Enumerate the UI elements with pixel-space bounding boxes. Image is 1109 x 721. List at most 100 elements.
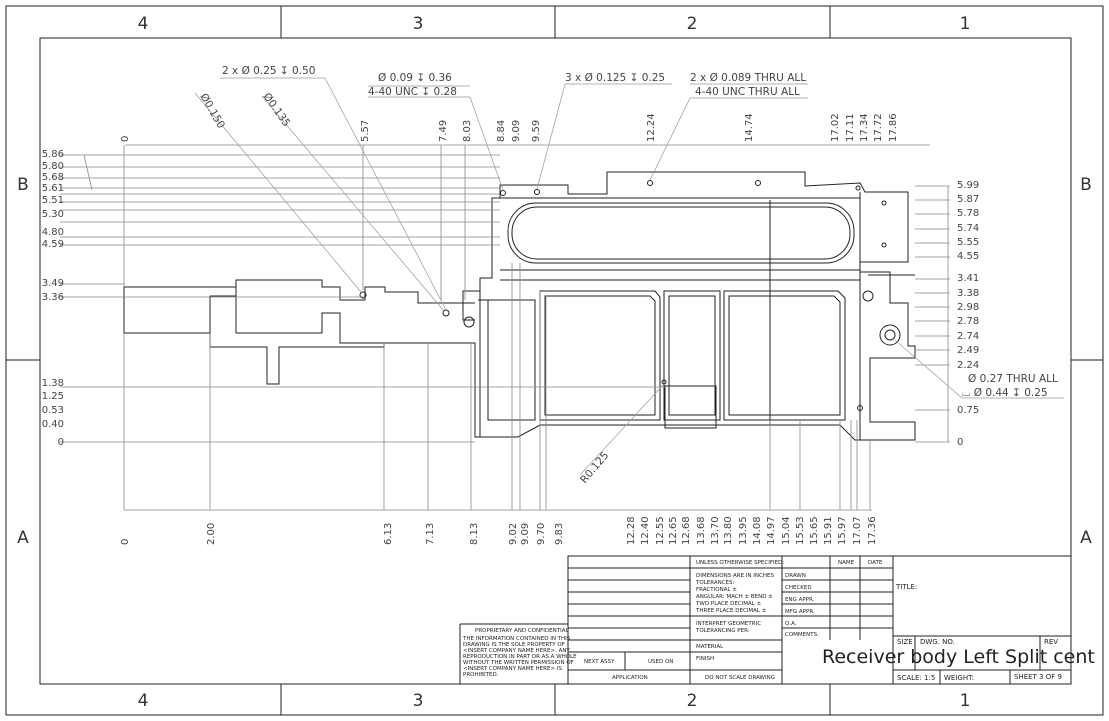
part-outline [123,171,916,441]
tb-sheet: SHEET 3 OF 9 [1014,673,1062,681]
dims-left: 5.865.805.685.615.515.304.804.593.493.36… [42,149,64,448]
dims-right: 5.995.875.785.745.554.553.413.382.982.78… [957,180,979,448]
callout-hole-0125: 3 x Ø 0.125 ↧ 0.25 [565,72,665,84]
dim-left-label: 5.51 [42,195,64,206]
dim-right-label: 0 [957,437,963,448]
dim-top-label: 17.34 [859,113,870,142]
dim-left-label: 0.53 [42,405,64,416]
tb-next-assy: NEXT ASSY [584,659,615,665]
tb-scale: SCALE: 1:5 [897,674,935,682]
tb-name: NAME [838,560,855,566]
tb-do-not-scale: DO NOT SCALE DRAWING [705,675,775,681]
dim-bottom-label: 13.95 [738,516,749,545]
dim-top-label: 14.74 [744,113,755,142]
callout-thread-440: 4-40 UNC ↧ 0.28 [368,86,457,98]
dim-bottom-label: 13.70 [710,516,721,545]
dim-bottom-label: 15.97 [837,516,848,545]
callout-radius-0125: R0.125 [578,450,611,486]
title-block: UNLESS OTHERWISE SPECIFIED: NAME DATE DI… [459,555,1095,685]
tb-drawn: DRAWN [785,573,806,579]
callout-thread-thru: 4-40 UNC THRU ALL [695,86,800,98]
tb-eng-appr: ENG APPR. [785,597,815,603]
dim-top-label: 17.86 [888,113,899,142]
dim-bottom-label: 17.07 [852,516,863,545]
dim-right-label: 5.99 [957,180,979,191]
dim-right-label: 2.78 [957,316,979,327]
callout-leaders [194,77,1064,476]
callouts: 2 x Ø 0.25 ↧ 0.50 Ø 0.09 ↧ 0.36 4-40 UNC… [197,65,1058,486]
dim-bottom-label: 2.00 [206,523,217,545]
hole-features [359,180,901,411]
dimension-lines [60,144,950,511]
tb-prop6: WITHOUT THE WRITTEN PERMISSION OF [463,660,574,666]
dim-left-label: 4.80 [42,227,64,238]
dim-right-label: 0.75 [957,405,979,416]
tb-finish: FINISH [696,656,714,662]
tb-size-label: SIZE [897,638,913,646]
tb-drawing-title: Receiver body Left Split cent [822,646,1095,668]
tb-prop1: PROPRIETARY AND CONFIDENTIAL [475,628,569,634]
tb-material: MATERIAL [696,644,724,650]
dim-top-label: 7.49 [438,120,449,142]
callout-hole-027: Ø 0.27 THRU ALL [968,373,1058,385]
dim-bottom-label: 13.80 [723,516,734,545]
tb-qa: Q.A. [785,621,797,627]
tb-comments: COMMENTS: [785,632,819,638]
zone-ticks [6,6,1103,715]
tb-date: DATE [868,560,883,566]
dim-bottom-label: 15.53 [795,516,806,545]
dim-right-label: 2.49 [957,345,979,356]
tb-mfg-appr: MFG APPR. [785,609,815,615]
dim-left-label: 0 [58,437,64,448]
zone-right-b: B [1080,175,1092,195]
zone-top-1: 1 [960,14,971,34]
tb-unless: UNLESS OTHERWISE SPECIFIED: [696,560,784,566]
zone-left-b: B [17,175,29,195]
tb-dims5: TWO PLACE DECIMAL ± [695,601,762,607]
dim-right-label: 3.41 [957,273,979,284]
zone-bottom-1: 1 [960,691,971,711]
zone-right-a: A [1080,528,1092,548]
zone-top-4: 4 [138,14,149,34]
dim-top-label: 17.02 [830,113,841,142]
dim-top-label: 17.72 [873,113,884,142]
tb-dims2: TOLERANCES: [695,580,735,586]
tb-prop8: PROHIBITED. [463,672,499,678]
callout-dia-0150: Ø0.150 [197,92,227,131]
callout-cbore-044: ⌴ Ø 0.44 ↧ 0.25 [962,387,1048,399]
tb-checked: CHECKED [785,585,812,591]
tb-dims4: ANGULAR: MACH ± BEND ± [696,594,773,600]
dim-right-label: 2.74 [957,331,979,342]
callout-dia-0135: Ø0.135 [261,91,293,129]
tb-prop7: <INSERT COMPANY NAME HERE> IS [463,666,562,672]
tb-rev-label: REV [1044,638,1058,646]
zone-left-a: A [17,528,29,548]
dim-left-label: 5.68 [42,172,64,183]
dim-right-label: 3.38 [957,288,979,299]
tb-dims1: DIMENSIONS ARE IN INCHES [696,573,774,579]
dim-bottom-label: 15.65 [809,516,820,545]
tb-used-on: USED ON [648,659,673,665]
dim-bottom-label: 12.40 [640,516,651,545]
dim-left-label: 0.40 [42,419,64,430]
dim-left-label: 1.25 [42,391,64,402]
dim-bottom-label: 8.13 [469,523,480,545]
dim-top-label: 12.24 [646,113,657,142]
tb-prop4: <INSERT COMPANY NAME HERE>. ANY [463,648,570,654]
zone-top-3: 3 [413,14,424,34]
dim-top-label: 5.57 [360,120,371,142]
dim-bottom-label: 15.91 [823,516,834,545]
dim-left-label: 4.59 [42,239,64,250]
dim-left-label: 5.30 [42,209,64,220]
dim-bottom-label: 7.13 [425,523,436,545]
zone-labels: 4 3 2 1 4 3 2 1 B A B A [17,14,1092,711]
tb-prop5: REPRODUCTION IN PART OR AS A WHOLE [463,654,577,660]
dim-bottom-label: 13.68 [696,516,707,545]
tb-dims6: THREE PLACE DECIMAL ± [695,608,767,614]
dim-top-label: 8.03 [462,120,473,142]
dim-bottom-label: 9.70 [536,523,547,545]
dim-bottom-label: 14.08 [752,516,763,545]
